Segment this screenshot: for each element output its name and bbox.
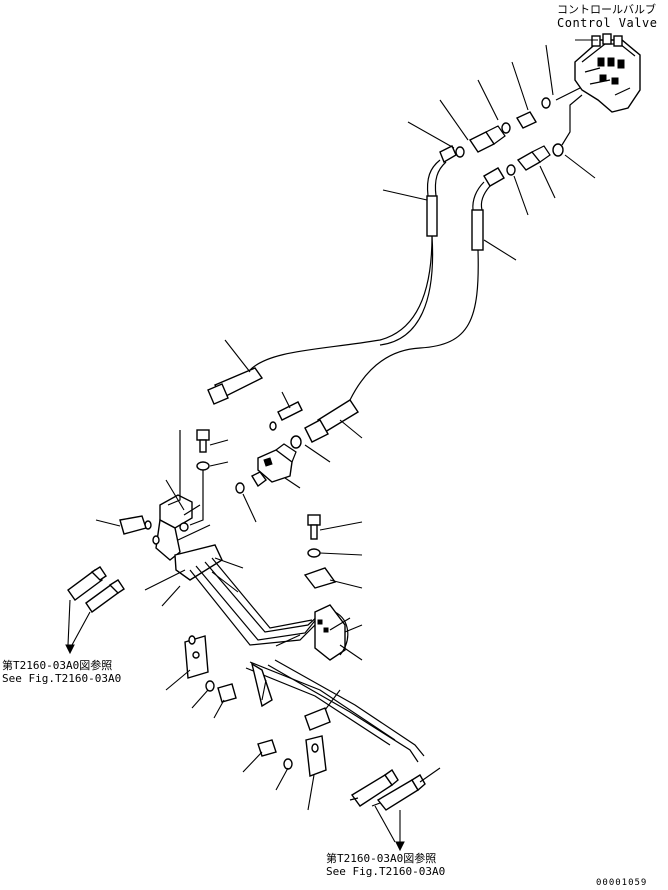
bolt-lower-left	[205, 680, 237, 703]
leader-lines	[95, 44, 596, 811]
hose-assembly-right	[304, 167, 505, 443]
control-valve	[574, 33, 641, 113]
reference-arrows-left	[65, 599, 91, 655]
plate-left	[119, 515, 147, 535]
elbow-fitting-middle	[257, 443, 297, 483]
bolt-vertical-upper	[196, 429, 210, 471]
main-block-assembly	[144, 430, 223, 581]
clamp-assembly-right	[303, 567, 351, 661]
bolt-right-upper	[307, 514, 321, 558]
bolt-middle	[269, 401, 303, 449]
oring-upper	[455, 143, 564, 158]
reference-left-en: See Fig.T2160-03A0	[2, 672, 122, 685]
nut-middle	[235, 471, 267, 494]
hose-assembly-left	[207, 145, 457, 405]
reference-bottom-en: See Fig.T2160-03A0	[326, 865, 446, 878]
fitting-upper-3	[506, 145, 551, 176]
hose-ends-bottom	[349, 768, 426, 811]
reference-bottom-jp: 第T2160-03A0図参照	[326, 852, 437, 865]
bolt-lower-middle	[257, 739, 293, 770]
clamp-lower-middle	[304, 707, 331, 777]
lower-pipes	[245, 659, 425, 763]
fitting-upper-2	[468, 122, 511, 153]
hose-ends-left	[67, 566, 125, 613]
fitting-upper-1	[515, 97, 551, 129]
reference-left-jp: 第T2160-03A0図参照	[2, 659, 113, 672]
clamp-lower-left	[184, 635, 209, 679]
control-valve-label-jp: コントロールバルブ	[557, 3, 656, 16]
steel-pipes	[189, 557, 331, 646]
control-valve-label-en: Control Valve	[557, 16, 658, 30]
drawing-number: 00001059	[596, 878, 648, 888]
reference-arrows-bottom	[374, 805, 405, 852]
